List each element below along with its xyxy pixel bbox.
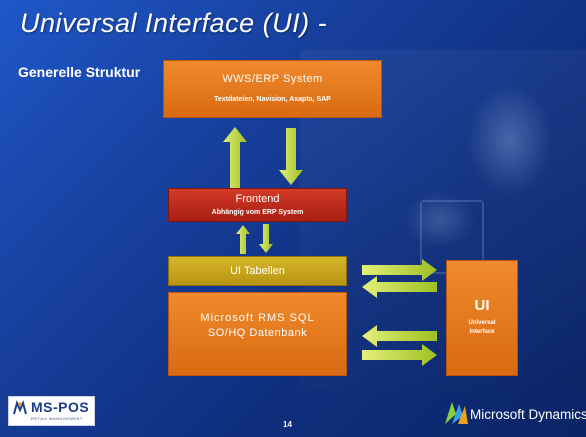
- rms-line1: Microsoft RMS SQL: [200, 312, 315, 324]
- arrow-h-bottom-right: [362, 344, 437, 366]
- wws-erp-box: WWS/ERP System Textdateien, Navision, Ax…: [163, 60, 382, 118]
- wws-subtitle: Textdateien, Navision, Axapta, SAP: [214, 96, 331, 103]
- frontend-subtitle: Abhängig vom ERP System: [211, 209, 304, 216]
- arrow-up-left: [223, 127, 247, 188]
- ui-tabellen-title: UI Tabellen: [230, 265, 285, 277]
- rms-database-box: Microsoft RMS SQL SO/HQ Datenbank: [168, 292, 347, 376]
- arrow-small-right: [259, 224, 273, 253]
- ui-tabellen-box: UI Tabellen: [168, 256, 347, 286]
- rms-line2: SO/HQ Datenbank: [207, 327, 308, 339]
- ms-pos-logo-tagline: RETAIL MANAGEMENT: [31, 416, 83, 421]
- ui-box-subtitle-line2: Interface: [469, 329, 495, 335]
- ui-box-title: UI: [474, 297, 490, 314]
- wws-title: WWS/ERP System: [222, 73, 323, 85]
- microsoft-dynamics-logo-text: Microsoft Dynamics: [470, 407, 586, 422]
- arrow-small-left: [236, 225, 250, 254]
- arrow-h-bottom-left: [362, 325, 437, 347]
- ms-pos-logo-icon: [12, 400, 28, 416]
- arrow-h-top-left: [362, 276, 437, 298]
- microsoft-dynamics-icon: [445, 402, 468, 424]
- slide-title: Universal Interface (UI) -: [20, 8, 328, 38]
- page-number: 14: [283, 420, 292, 429]
- slide-subtitle: Generelle Struktur: [18, 64, 141, 80]
- arrow-down-right: [279, 128, 303, 185]
- arrow-h-top-right: [362, 259, 437, 281]
- ms-pos-logo-name: MS-POS: [31, 399, 90, 415]
- frontend-box: Frontend Abhängig vom ERP System: [168, 188, 347, 222]
- frontend-title: Frontend: [235, 193, 280, 205]
- ui-box-subtitle-line1: Universal: [468, 320, 496, 326]
- ms-pos-logo: MS-POS RETAIL MANAGEMENT: [8, 396, 95, 426]
- universal-interface-box: UI Universal Interface: [446, 260, 518, 376]
- ui-box-subtitle: Universal Interface: [447, 319, 517, 337]
